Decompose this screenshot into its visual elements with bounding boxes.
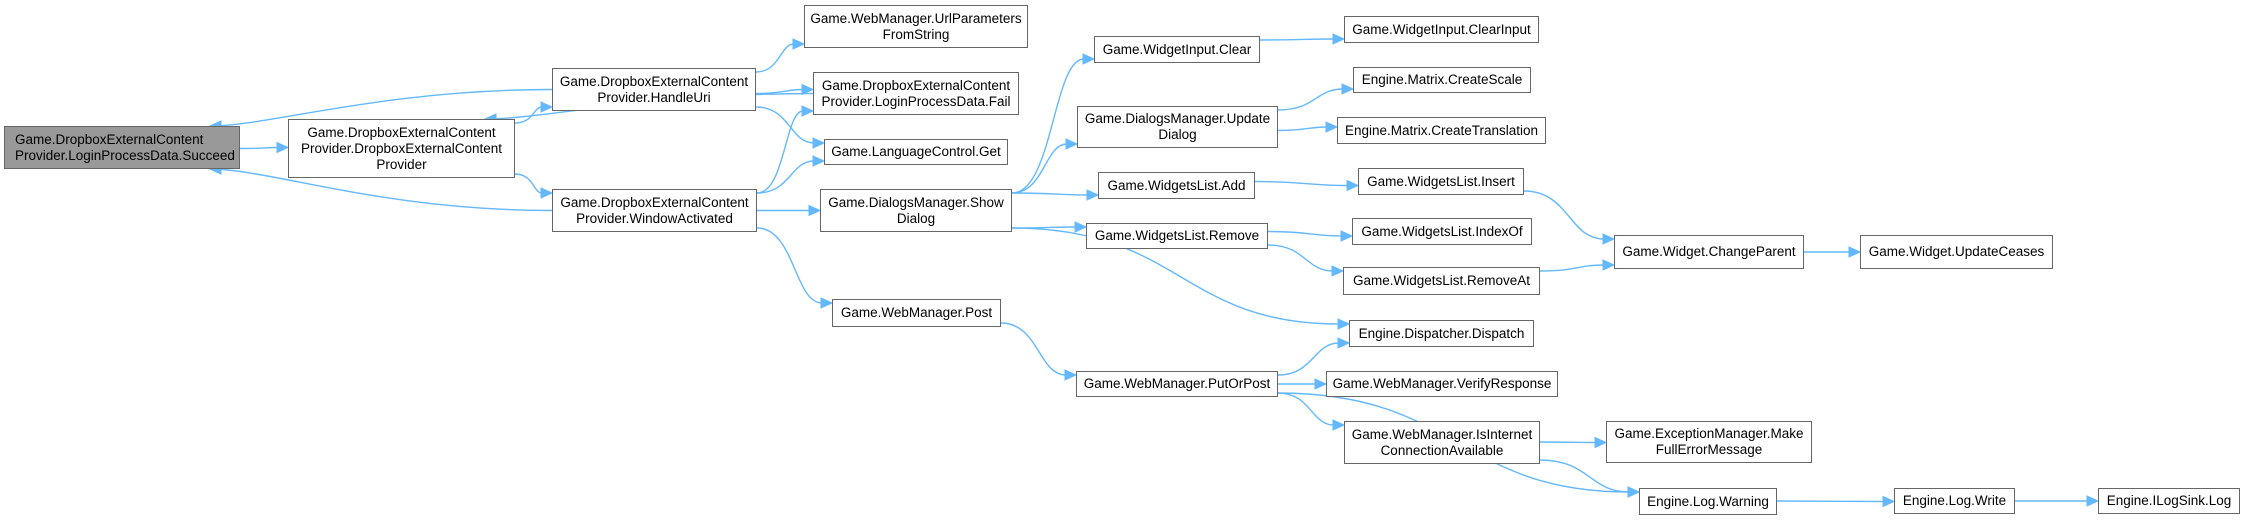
arrowhead-post — [820, 297, 834, 309]
arrowhead-updateceases — [1848, 246, 1862, 258]
arrowhead-dispatch — [1337, 318, 1351, 330]
edge-wlremove-to-wlremoveat — [1267, 244, 1334, 272]
node-web-manager-post[interactable]: Game.WebManager.Post — [832, 299, 1001, 327]
node-widgets-list-insert[interactable]: Game.WidgetsList.Insert — [1358, 168, 1524, 195]
node-ilogsink-log[interactable]: Engine.ILogSink.Log — [2098, 488, 2240, 514]
node-widget-change-parent[interactable]: Game.Widget.ChangeParent — [1614, 235, 1804, 269]
arrowhead-isinternet — [1332, 419, 1346, 431]
edge-wiclear-to-clearinput — [1259, 38, 1335, 41]
edge-updatedialog-to-createscale — [1277, 88, 1344, 111]
arrowhead-makefullerror — [1594, 436, 1608, 449]
node-login-process-data-succeed: Game.DropboxExternalContent Provider.Log… — [4, 126, 240, 169]
node-widgets-list-index-of[interactable]: Game.WidgetsList.IndexOf — [1352, 218, 1532, 245]
node-verify-response[interactable]: Game.WebManager.VerifyResponse — [1326, 371, 1558, 397]
arrowhead-wlinsert — [1346, 179, 1360, 192]
edge-showdialog-to-wladd — [1011, 192, 1089, 196]
edge-wlremove-to-wlindexof — [1267, 230, 1343, 237]
arrowhead-ilogsink — [2086, 495, 2100, 507]
node-url-parameters-from-string[interactable]: Game.WebManager.UrlParameters FromString — [804, 5, 1028, 48]
node-is-internet-connection-available[interactable]: Game.WebManager.IsInternet ConnectionAva… — [1344, 421, 1540, 464]
edge-wlremoveat-to-changeparent — [1539, 264, 1605, 272]
edge-post-to-putorpost — [1000, 322, 1067, 376]
edge-putorpost-to-dispatch — [1277, 342, 1340, 376]
node-matrix-create-scale[interactable]: Engine.Matrix.CreateScale — [1353, 67, 1531, 93]
arrowhead-wiclear — [1082, 53, 1096, 65]
edge-handleuri-to-langget — [755, 106, 815, 144]
edge-isinternet-to-makefullerror — [1539, 441, 1597, 444]
arrowhead-createscale — [1341, 83, 1355, 95]
edge-wlinsert-to-changeparent — [1523, 190, 1605, 240]
edge-isinternet-to-logwarning — [1539, 459, 1630, 493]
edge-handleuri-to-succeed — [209, 88, 553, 127]
node-dispatcher-dispatch[interactable]: Engine.Dispatcher.Dispatch — [1349, 320, 1534, 347]
node-login-process-data-fail[interactable]: Game.DropboxExternalContent Provider.Log… — [813, 72, 1019, 115]
arrowhead-handleuri — [540, 101, 554, 113]
edge-windowactivated-to-post — [756, 227, 823, 304]
arrowhead-fail — [801, 105, 815, 117]
edge-showdialog-to-dispatch — [1011, 227, 1340, 325]
node-widgets-list-remove-at[interactable]: Game.WidgetsList.RemoveAt — [1343, 267, 1540, 295]
edge-succeed-to-ctor — [239, 146, 279, 150]
arrowhead-putorpost — [1064, 369, 1078, 381]
edge-windowactivated-to-succeed — [209, 168, 553, 212]
arrowhead-ctor — [276, 141, 290, 154]
arrowhead-showdialog — [808, 204, 822, 217]
arrowhead-logwarning — [1627, 486, 1641, 498]
arrowhead-langget — [812, 137, 826, 149]
edge-updatedialog-to-createtranslation — [1277, 126, 1328, 132]
arrowhead-wladd — [1086, 189, 1100, 201]
arrowhead-createtranslation — [1325, 121, 1339, 133]
node-widget-update-ceases[interactable]: Game.Widget.UpdateCeases — [1860, 235, 2053, 269]
arrowhead-clearinput — [1332, 33, 1346, 45]
arrowhead-wlindexof — [1340, 230, 1354, 242]
arrowhead-logwrite — [1882, 495, 1896, 508]
arrowhead-fail — [801, 83, 815, 96]
node-matrix-create-translation[interactable]: Engine.Matrix.CreateTranslation — [1337, 117, 1546, 144]
node-widget-input-clear[interactable]: Game.WidgetInput.Clear — [1094, 36, 1260, 63]
edge-wladd-to-wlinsert — [1254, 180, 1349, 187]
node-update-dialog[interactable]: Game.DialogsManager.Update Dialog — [1077, 106, 1278, 148]
edge-logwarning-to-logwrite — [1776, 500, 1885, 503]
arrowhead-updatedialog — [1065, 138, 1079, 150]
arrowhead-urlparams — [792, 38, 806, 50]
node-widgets-list-remove[interactable]: Game.WidgetsList.Remove — [1086, 223, 1268, 249]
edge-handleuri-to-urlparams — [755, 43, 795, 73]
edge-putorpost-to-isinternet — [1277, 392, 1335, 426]
node-put-or-post[interactable]: Game.WebManager.PutOrPost — [1076, 371, 1278, 397]
arrowhead-wlremove — [1074, 221, 1088, 233]
arrowhead-langget — [812, 155, 826, 167]
edge-ctor-to-windowactivated — [514, 173, 543, 194]
node-handle-uri[interactable]: Game.DropboxExternalContent Provider.Han… — [552, 68, 756, 111]
node-window-activated[interactable]: Game.DropboxExternalContent Provider.Win… — [552, 189, 757, 232]
node-show-dialog[interactable]: Game.DialogsManager.Show Dialog — [820, 189, 1012, 232]
arrowhead-wlremoveat — [1331, 265, 1345, 277]
node-log-warning[interactable]: Engine.Log.Warning — [1639, 488, 1777, 515]
node-log-write[interactable]: Engine.Log.Write — [1894, 488, 2015, 514]
edge-showdialog-to-updatedialog — [1011, 143, 1068, 194]
arrowhead-changeparent — [1602, 233, 1616, 245]
arrowhead-verifyresponse — [1314, 378, 1328, 390]
edge-handleuri-to-fail — [755, 88, 804, 95]
edge-showdialog-to-wiclear — [1011, 58, 1085, 194]
arrowhead-changeparent — [1602, 259, 1616, 271]
edge-windowactivated-to-langget — [756, 160, 815, 194]
arrowhead-dispatch — [1337, 337, 1351, 349]
node-language-control-get[interactable]: Game.LanguageControl.Get — [824, 139, 1008, 165]
arrowhead-windowactivated — [540, 187, 554, 199]
node-clear-input[interactable]: Game.WidgetInput.ClearInput — [1344, 16, 1539, 43]
node-make-full-error-message[interactable]: Game.ExceptionManager.Make FullErrorMess… — [1606, 421, 1812, 463]
node-widgets-list-add[interactable]: Game.WidgetsList.Add — [1098, 172, 1255, 199]
edge-windowactivated-to-fail — [756, 110, 804, 194]
node-dropbox-external-content-provider-ctor[interactable]: Game.DropboxExternalContent Provider.Dro… — [288, 119, 515, 178]
